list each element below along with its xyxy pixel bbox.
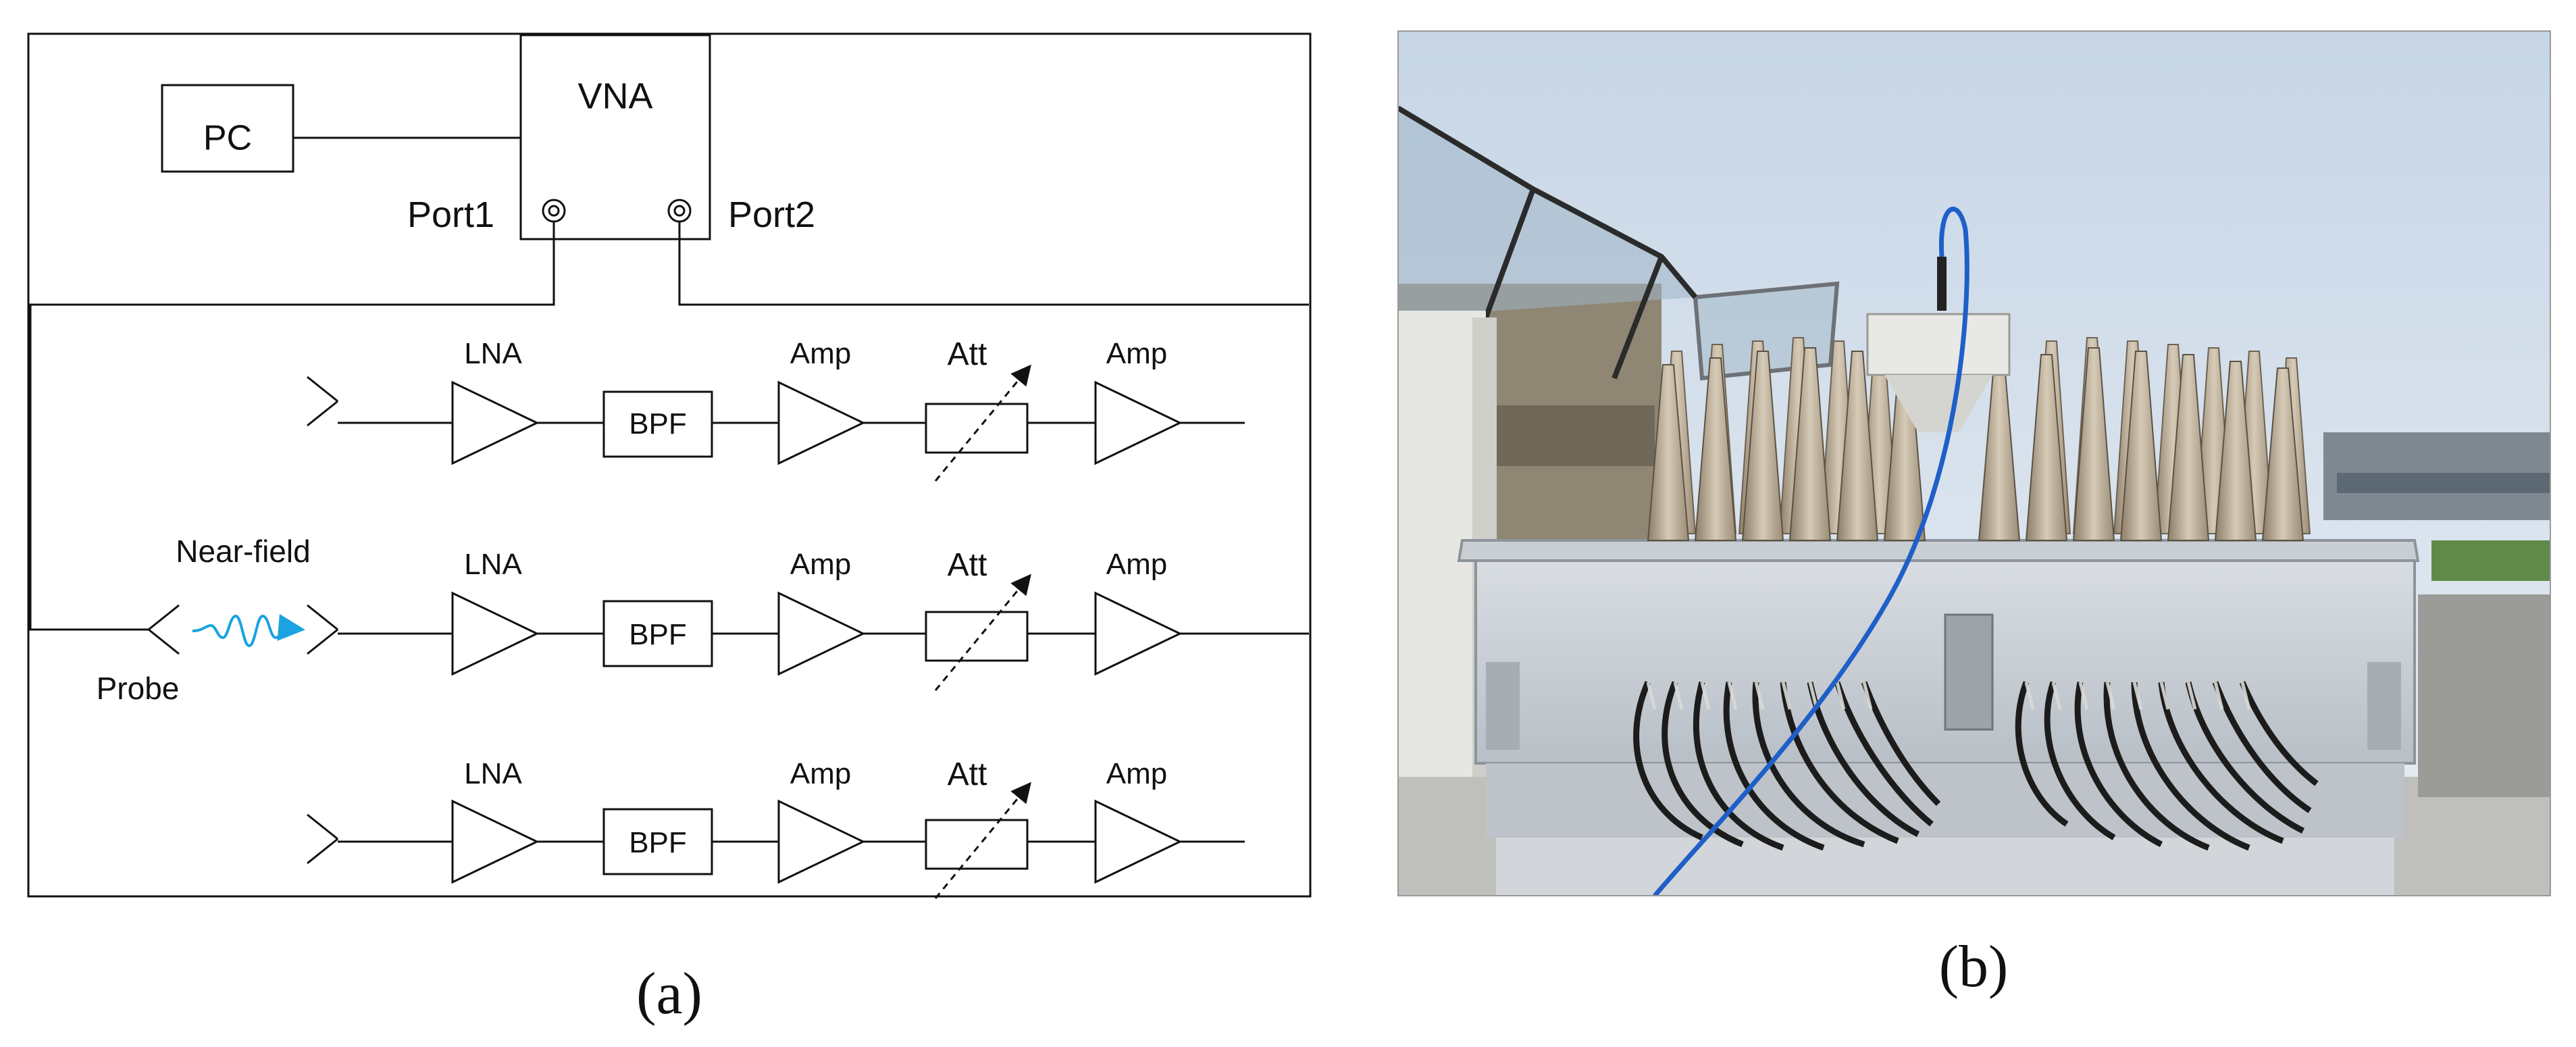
port1-wire xyxy=(29,222,555,631)
lna-symbol xyxy=(451,799,540,884)
att-label: Att xyxy=(948,336,987,372)
amp1-symbol xyxy=(777,799,866,884)
glass-canopy xyxy=(1398,108,1695,317)
bpf-label: BPF xyxy=(629,618,687,651)
att-box xyxy=(925,403,1029,454)
amp2-label: Amp xyxy=(1106,548,1167,581)
bpf-label: BPF xyxy=(629,826,687,859)
enclosure-lid xyxy=(1457,539,2420,562)
amp2-label: Amp xyxy=(1106,337,1167,370)
pc-label: PC xyxy=(203,119,252,158)
amp2-symbol xyxy=(1094,799,1183,884)
amp1-label: Amp xyxy=(790,548,851,581)
port1-label: Port1 xyxy=(407,195,494,235)
side-cabinet xyxy=(1398,311,1486,844)
panel-a-diagram xyxy=(27,32,1312,898)
bpf-box xyxy=(602,390,713,458)
amp1-label: Amp xyxy=(790,337,851,370)
amp1-symbol xyxy=(777,380,866,465)
lna-symbol xyxy=(451,380,540,465)
near-field-wave xyxy=(192,613,305,648)
panel-a-frame xyxy=(27,32,1312,898)
probe-label: Probe xyxy=(97,671,180,706)
center-bracket xyxy=(1944,613,1994,731)
att-box xyxy=(925,819,1029,870)
amp1-label: Amp xyxy=(790,757,851,790)
near-field-label: Near-field xyxy=(176,534,310,569)
lna-label: LNA xyxy=(464,548,522,581)
lna-label: LNA xyxy=(464,337,522,370)
probe-antenna xyxy=(148,604,180,655)
att-label: Att xyxy=(948,547,987,583)
port2-wire xyxy=(678,222,1309,306)
panel-b-caption: (b) xyxy=(1939,934,2009,1000)
vna-label: VNA xyxy=(577,76,652,116)
probe-mount xyxy=(1866,313,2011,376)
port2-label: Port2 xyxy=(728,195,815,235)
panel-a-labels: PC VNA Port1 Port2 Near-field Probe (a) xyxy=(97,76,815,1027)
rf-chain-row: LNA BPF Amp Att Amp xyxy=(307,547,1309,691)
amp1-symbol xyxy=(777,591,866,676)
lna-symbol xyxy=(451,591,540,676)
att-label: Att xyxy=(948,757,987,792)
vna-box xyxy=(519,34,711,240)
att-box xyxy=(925,611,1029,662)
blue-coax-cable xyxy=(1653,207,1969,896)
bpf-label: BPF xyxy=(629,407,687,440)
rf-chain-row: LNA BPF Amp Att Amp xyxy=(307,336,1245,482)
rf-chain-row: LNA BPF Amp Att Amp xyxy=(307,757,1245,899)
horn-array xyxy=(1647,313,2311,541)
panel-a-caption: (a) xyxy=(636,961,702,1027)
lna-label: LNA xyxy=(464,757,522,790)
amp2-symbol xyxy=(1094,591,1183,676)
pc-box xyxy=(161,84,294,173)
amp2-label: Amp xyxy=(1106,757,1167,790)
amp2-symbol xyxy=(1094,380,1183,465)
panel-b-photo: (b) xyxy=(1397,30,2551,1000)
